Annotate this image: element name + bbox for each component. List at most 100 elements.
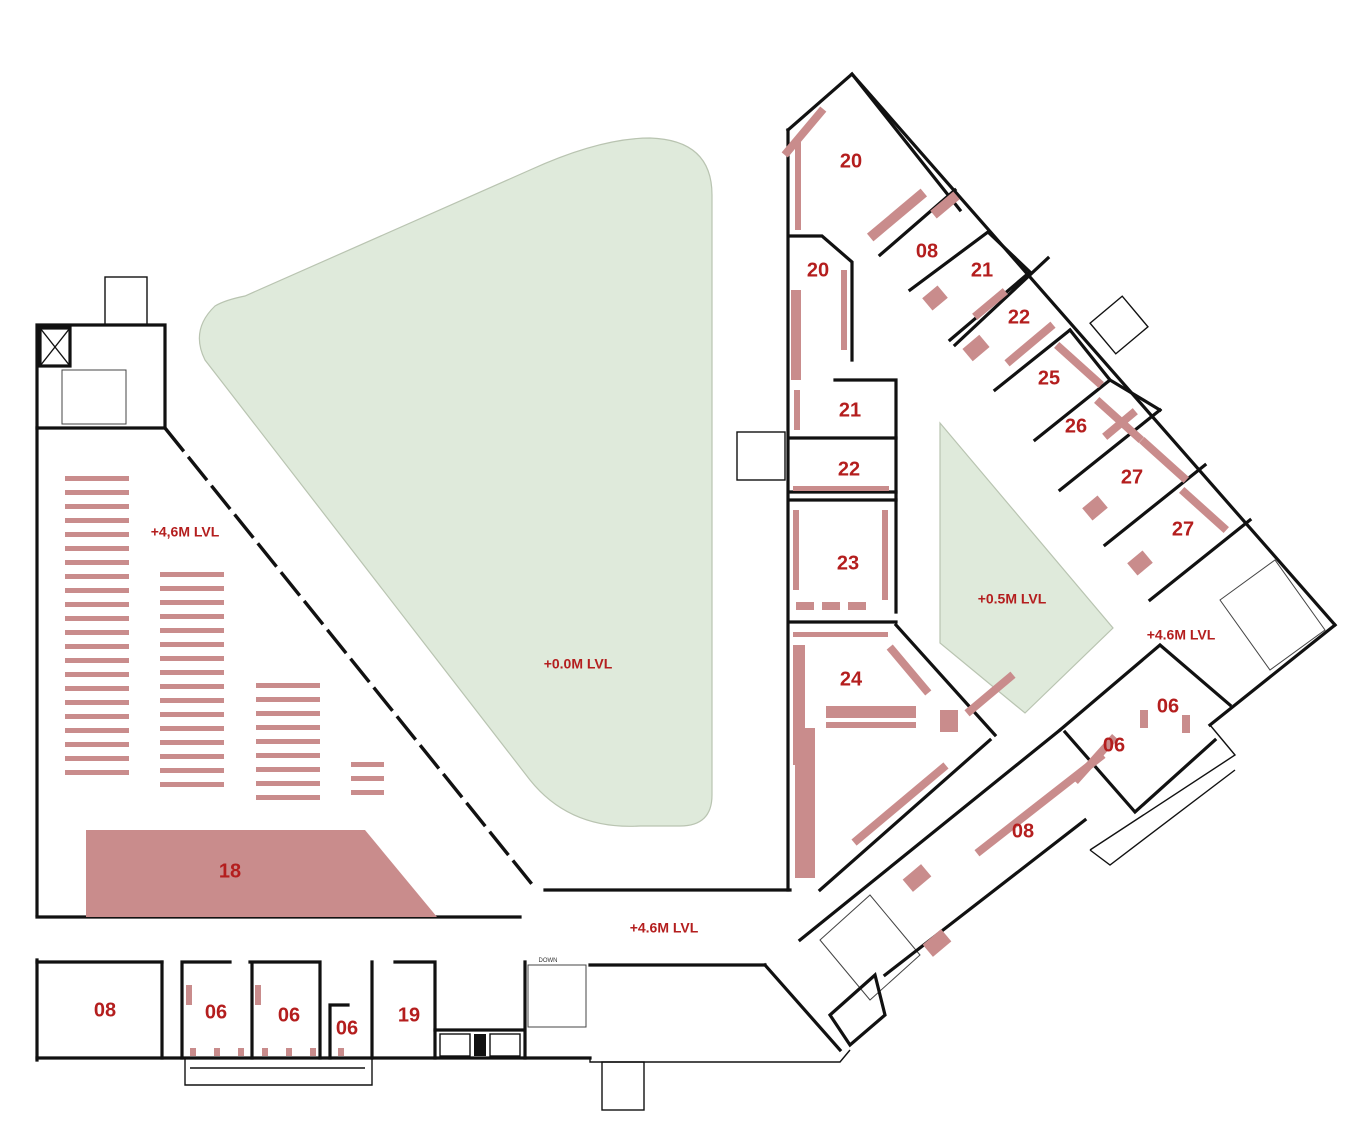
furniture-piece <box>65 630 129 635</box>
furniture-piece <box>826 706 916 718</box>
room-24: 24 <box>840 668 863 690</box>
furniture-piece <box>160 684 224 689</box>
furniture-piece <box>286 1048 292 1056</box>
furniture-piece <box>256 781 320 786</box>
stair-south <box>527 964 587 1028</box>
room-20-mid: 20 <box>807 259 829 281</box>
furniture-piece <box>338 1048 344 1056</box>
furniture-piece <box>160 698 224 703</box>
furniture-piece <box>262 1048 268 1056</box>
furniture-piece <box>65 532 129 537</box>
furniture-piece <box>781 106 827 158</box>
furniture-piece <box>65 602 129 607</box>
furniture-piece <box>65 700 129 705</box>
furniture-piece <box>65 588 129 593</box>
furniture-piece <box>1140 710 1148 728</box>
furniture-piece <box>65 742 129 747</box>
furniture-piece <box>255 985 261 1005</box>
furniture-piece <box>793 486 889 491</box>
furniture-piece <box>1004 321 1056 367</box>
furniture-piece <box>160 628 224 633</box>
east-wing <box>797 71 1338 1048</box>
furniture-piece <box>160 670 224 675</box>
furniture-piece <box>65 756 129 761</box>
furniture-piece <box>65 574 129 579</box>
room-21-left: 21 <box>839 399 861 421</box>
stair-southeast <box>819 894 921 1001</box>
furniture-piece <box>160 656 224 661</box>
furniture-piece <box>822 602 840 610</box>
furniture-piece <box>65 504 129 509</box>
central-wing <box>736 71 998 893</box>
furniture-piece <box>351 776 384 781</box>
furniture-piece <box>791 290 801 380</box>
level-auditorium: +4,6M LVL <box>151 524 220 540</box>
stair-east <box>1219 559 1326 671</box>
furniture-piece <box>65 560 129 565</box>
stair-west <box>61 369 127 425</box>
furniture-piece <box>351 762 384 767</box>
room-06-e1: 06 <box>1157 695 1179 717</box>
furniture-piece <box>65 672 129 677</box>
stage <box>86 830 437 917</box>
furniture-piece <box>866 188 928 242</box>
small-courtyard <box>939 421 1114 714</box>
furniture-piece <box>160 586 224 591</box>
classroom-furniture <box>186 106 1229 1056</box>
furniture-piece <box>256 725 320 730</box>
room-06-c: 06 <box>336 1017 358 1039</box>
room-27-b: 27 <box>1172 518 1194 540</box>
furniture-piece <box>826 722 916 728</box>
furniture-piece <box>851 762 949 846</box>
furniture-piece <box>160 614 224 619</box>
furniture-piece <box>930 191 960 219</box>
furniture-piece <box>238 1048 244 1056</box>
furniture-piece <box>65 644 129 649</box>
room-08-sw: 08 <box>94 999 116 1021</box>
stair-down-label: DOWN <box>539 958 558 964</box>
level-courtyard-main: +0.0M LVL <box>544 656 613 672</box>
furniture-piece <box>160 712 224 717</box>
room-08-se: 08 <box>1012 820 1034 842</box>
room-20-top: 20 <box>840 150 862 172</box>
furniture-piece <box>160 768 224 773</box>
furniture-piece <box>793 510 799 590</box>
room-25: 25 <box>1038 367 1060 389</box>
room-22-right: 22 <box>1008 306 1030 328</box>
furniture-piece <box>940 710 958 732</box>
room-19: 19 <box>398 1004 420 1026</box>
furniture-piece <box>1182 715 1190 733</box>
furniture-piece <box>1071 734 1119 784</box>
furniture-piece <box>922 285 948 311</box>
furniture-piece <box>214 1048 220 1056</box>
furniture-piece <box>160 600 224 605</box>
room-06-a: 06 <box>205 1001 227 1023</box>
furniture-piece <box>351 790 384 795</box>
furniture-piece <box>795 140 801 230</box>
furniture-piece <box>848 602 866 610</box>
furniture-piece <box>964 671 1016 717</box>
furniture-piece <box>841 270 847 350</box>
furniture-piece <box>160 572 224 577</box>
furniture-piece <box>65 714 129 719</box>
furniture-piece <box>962 334 990 362</box>
furniture-piece <box>256 711 320 716</box>
level-corridor-east: +4.6M LVL <box>1147 627 1216 643</box>
furniture-piece <box>902 864 932 892</box>
main-courtyard <box>198 137 713 827</box>
furniture-piece <box>882 510 888 600</box>
room-23: 23 <box>837 552 859 574</box>
furniture-piece <box>256 795 320 800</box>
furniture-piece <box>65 518 129 523</box>
furniture-piece <box>186 985 192 1005</box>
furniture-piece <box>65 658 129 663</box>
furniture-piece <box>256 753 320 758</box>
furniture-piece <box>65 770 129 775</box>
furniture-piece <box>160 740 224 745</box>
level-corridor-south: +4.6M LVL <box>630 920 699 936</box>
furniture-piece <box>1139 436 1189 484</box>
furniture-piece <box>1094 396 1144 444</box>
furniture-piece <box>793 632 888 637</box>
furniture-piece <box>65 476 129 481</box>
